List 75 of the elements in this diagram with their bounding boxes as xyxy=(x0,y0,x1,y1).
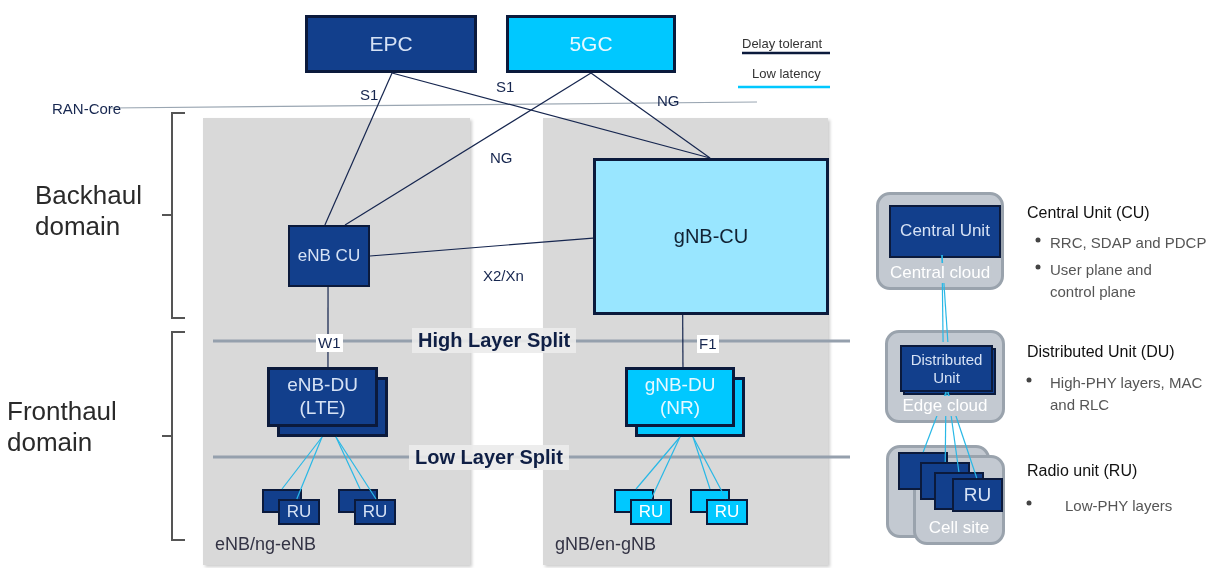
unit-box xyxy=(593,158,829,315)
legend-label: Low latency xyxy=(752,66,821,81)
stacked-unit-box xyxy=(625,367,745,437)
site-label: Central cloud xyxy=(887,263,993,283)
edge-label: X2/Xn xyxy=(482,267,525,285)
panel-title: gNB/en-gNB xyxy=(555,534,657,555)
domain-label: Fronthaul domain xyxy=(7,396,118,459)
legend-label: Delay tolerant xyxy=(742,36,823,51)
section-heading: Central Unit (CU) xyxy=(1027,204,1150,222)
node-label: gNB-DU (NR) xyxy=(643,374,717,420)
stacked-radio-unit-box xyxy=(338,489,396,525)
bullet-item: Low-PHY layers xyxy=(1065,496,1174,516)
connector-line xyxy=(335,436,377,500)
node-label: RU xyxy=(963,483,992,507)
node-label: EPC xyxy=(369,32,413,56)
connector-line xyxy=(335,436,361,490)
connector-line xyxy=(947,391,960,473)
connector-line xyxy=(944,391,947,463)
connector-line xyxy=(941,254,949,343)
edge-label: S1 xyxy=(359,86,380,104)
unit-box xyxy=(288,225,370,287)
site-panel xyxy=(885,330,1005,423)
connector-line xyxy=(635,436,681,490)
node-label: Distributed Unit xyxy=(909,350,984,387)
connector-line xyxy=(369,237,594,257)
stacked-radio-unit-box xyxy=(898,452,1003,512)
connector-line xyxy=(947,391,978,479)
node-label: RU xyxy=(638,501,664,523)
connector-line xyxy=(590,72,711,159)
node-label: gNB-CU xyxy=(673,225,749,248)
node-label: RU xyxy=(714,501,740,523)
connector-line xyxy=(281,436,323,490)
unit-box xyxy=(889,205,1001,258)
connector-line xyxy=(692,436,727,500)
panel-title: eNB/ng-eNB xyxy=(215,534,317,555)
bullet-item: User plane and control plane xyxy=(1050,260,1153,302)
stacked-site-panel xyxy=(886,445,1005,545)
node-label: eNB-DU (LTE) xyxy=(286,374,359,420)
edge-label: NG xyxy=(489,149,514,167)
stacked-radio-unit-box xyxy=(614,489,672,525)
bullet-item: High-PHY layers, MAC and RLC xyxy=(1050,373,1204,415)
node-label: eNB CU xyxy=(297,244,361,267)
edge-label: W1 xyxy=(316,334,343,352)
core-network-box xyxy=(506,15,676,73)
node-label: 5GC xyxy=(569,32,613,56)
stacked-unit-box xyxy=(267,367,388,437)
connector-line xyxy=(682,314,684,368)
connector-line xyxy=(324,72,393,226)
connector-line xyxy=(922,391,947,453)
section-heading: Distributed Unit (DU) xyxy=(1027,343,1175,361)
site-panel xyxy=(876,192,1004,290)
core-network-box xyxy=(305,15,477,73)
site-label: Edge cloud xyxy=(900,396,990,416)
connector-line xyxy=(650,436,681,500)
section-heading: Radio unit (RU) xyxy=(1027,462,1138,480)
edge-label: F1 xyxy=(697,335,719,353)
edge-label: NG xyxy=(656,92,681,110)
node-label: Central Unit xyxy=(900,220,990,243)
node-label: RU xyxy=(286,501,312,523)
connector-line xyxy=(391,72,711,159)
stacked-radio-unit-box xyxy=(690,489,748,525)
connector-line xyxy=(344,72,592,226)
connector-line xyxy=(941,254,944,343)
bullet-item: RRC, SDAP and PDCP xyxy=(1050,233,1208,253)
connector-line xyxy=(692,436,711,490)
split-label: Low Layer Split xyxy=(409,445,569,470)
stacked-unit-box xyxy=(900,345,996,395)
connector-line xyxy=(296,436,323,500)
domain-label: Backhaul domain xyxy=(35,180,143,243)
site-label: Cell site xyxy=(928,517,990,538)
split-label: High Layer Split xyxy=(412,328,577,353)
edge-label: S1 xyxy=(495,78,516,96)
boundary-label: RAN-Core xyxy=(52,100,122,117)
stacked-radio-unit-box xyxy=(262,489,320,525)
node-label: RU xyxy=(362,501,388,523)
